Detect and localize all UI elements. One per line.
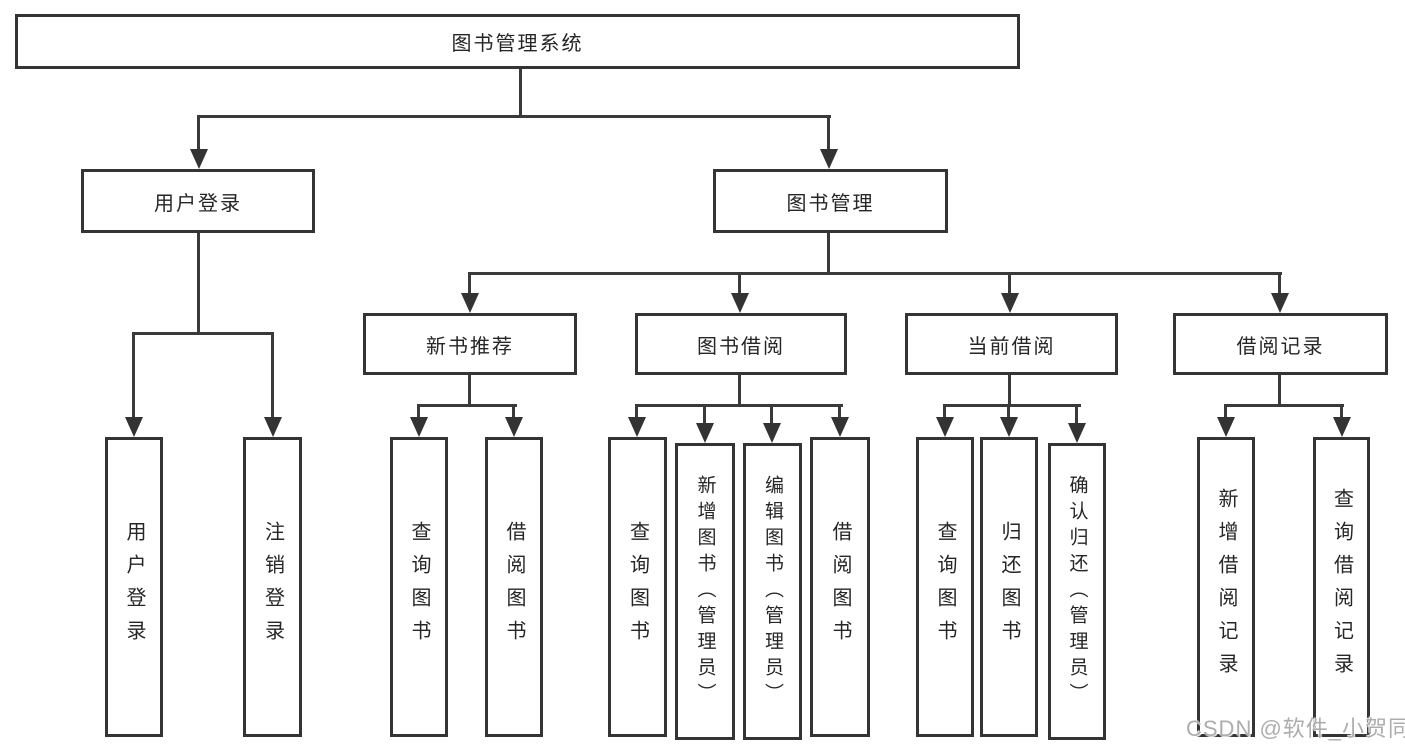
arrow-down-icon [505, 417, 523, 437]
connector-line [271, 332, 274, 420]
connector-line [827, 115, 830, 151]
node-label: 图书管理 [786, 192, 875, 215]
arrow-down-icon [763, 423, 781, 443]
connector-line [468, 272, 471, 296]
node-bb-add-books-admin: 新增图书（管理员） [675, 443, 735, 740]
node-label: 当前借阅 [967, 335, 1056, 358]
arrow-down-icon [1068, 423, 1086, 443]
arrow-down-icon [831, 417, 849, 437]
connector-line [703, 404, 706, 425]
node-br-add-record: 新增借阅记录 [1197, 437, 1255, 737]
arrow-down-icon [820, 149, 838, 169]
connector-line [1340, 404, 1343, 419]
node-book-management: 图书管理 [713, 169, 948, 233]
node-login: 用户登录 [105, 437, 163, 737]
node-label: 新增图书（管理员） [694, 474, 716, 709]
connector-line [197, 115, 200, 151]
connector-line [1008, 375, 1011, 407]
connector-line [417, 404, 517, 407]
node-new-book-recommend: 新书推荐 [363, 313, 577, 375]
arrow-down-icon [696, 423, 714, 443]
connector-line [132, 332, 274, 335]
connector-line [838, 404, 841, 419]
node-label: 注销登录 [261, 521, 284, 653]
node-current-borrowing: 当前借阅 [905, 313, 1118, 375]
node-label: 确认归还（管理员） [1066, 474, 1088, 709]
connector-line [197, 115, 831, 118]
watermark: CSDN @软件_小贺同学 [1186, 716, 1405, 741]
node-label: 编辑图书（管理员） [762, 474, 783, 709]
node-bb-borrow-books: 借阅图书 [810, 437, 870, 737]
arrow-down-icon [410, 417, 428, 437]
connector-line [468, 272, 1282, 275]
connector-line [738, 272, 741, 296]
node-user-login: 用户登录 [81, 169, 315, 233]
arrow-down-icon [1000, 417, 1018, 437]
arrow-down-icon [1217, 417, 1235, 437]
node-label: 新书推荐 [426, 335, 514, 358]
connector-line [1278, 375, 1281, 407]
arrow-down-icon [190, 149, 208, 169]
connector-line [1007, 404, 1010, 419]
connector-line [519, 69, 522, 118]
node-label: 图书借阅 [697, 335, 785, 358]
arrow-down-icon [1271, 293, 1289, 313]
connector-line [468, 375, 471, 407]
arrow-down-icon [461, 293, 479, 313]
node-br-query-record: 查询借阅记录 [1313, 437, 1370, 737]
node-label: 借阅图书 [503, 521, 525, 653]
node-bb-query-books: 查询图书 [608, 437, 667, 737]
node-label: 图书管理系统 [451, 33, 584, 55]
arrow-down-icon [936, 417, 954, 437]
node-book-borrowing: 图书借阅 [635, 313, 847, 375]
node-label: 借阅图书 [829, 521, 851, 653]
node-nb-borrow-books: 借阅图书 [485, 437, 543, 737]
connector-line [1278, 272, 1281, 296]
connector-line [417, 404, 420, 419]
connector-line [1224, 404, 1344, 407]
connector-line [943, 404, 946, 419]
node-label: 新增借阅记录 [1215, 488, 1237, 686]
arrow-down-icon [1333, 417, 1351, 437]
connector-line [1008, 272, 1011, 296]
node-label: 查询借阅记录 [1330, 488, 1353, 686]
node-borrowing-records: 借阅记录 [1173, 313, 1388, 375]
connector-line [197, 232, 200, 334]
node-label: 用户登录 [154, 192, 242, 215]
node-label: 查询图书 [934, 521, 956, 653]
connector-line [635, 404, 843, 407]
arrow-down-icon [628, 417, 646, 437]
connector-line [827, 232, 830, 274]
connector-line [132, 332, 135, 420]
node-label: 借阅记录 [1236, 335, 1325, 358]
node-label: 归还图书 [998, 521, 1020, 653]
node-root: 图书管理系统 [15, 14, 1020, 69]
node-label: 用户登录 [123, 521, 145, 653]
connector-line [1224, 404, 1227, 419]
node-logout: 注销登录 [243, 437, 302, 737]
node-cb-return-books: 归还图书 [980, 437, 1038, 737]
connector-line [512, 404, 515, 419]
arrow-down-icon [125, 417, 143, 437]
connector-line [635, 404, 638, 419]
node-label: 查询图书 [626, 521, 649, 653]
connector-line [943, 404, 1081, 407]
connector-line [1075, 404, 1078, 425]
arrow-down-icon [731, 293, 749, 313]
node-bb-edit-books-admin: 编辑图书（管理员） [743, 443, 802, 740]
node-label: 查询图书 [408, 521, 430, 653]
connector-line [770, 404, 773, 425]
connector-line [738, 375, 741, 407]
arrow-down-icon [1001, 293, 1019, 313]
node-cb-confirm-return-admin: 确认归还（管理员） [1048, 443, 1106, 740]
node-nb-query-books: 查询图书 [390, 437, 448, 737]
node-cb-query-books: 查询图书 [916, 437, 974, 737]
arrow-down-icon [264, 417, 282, 437]
